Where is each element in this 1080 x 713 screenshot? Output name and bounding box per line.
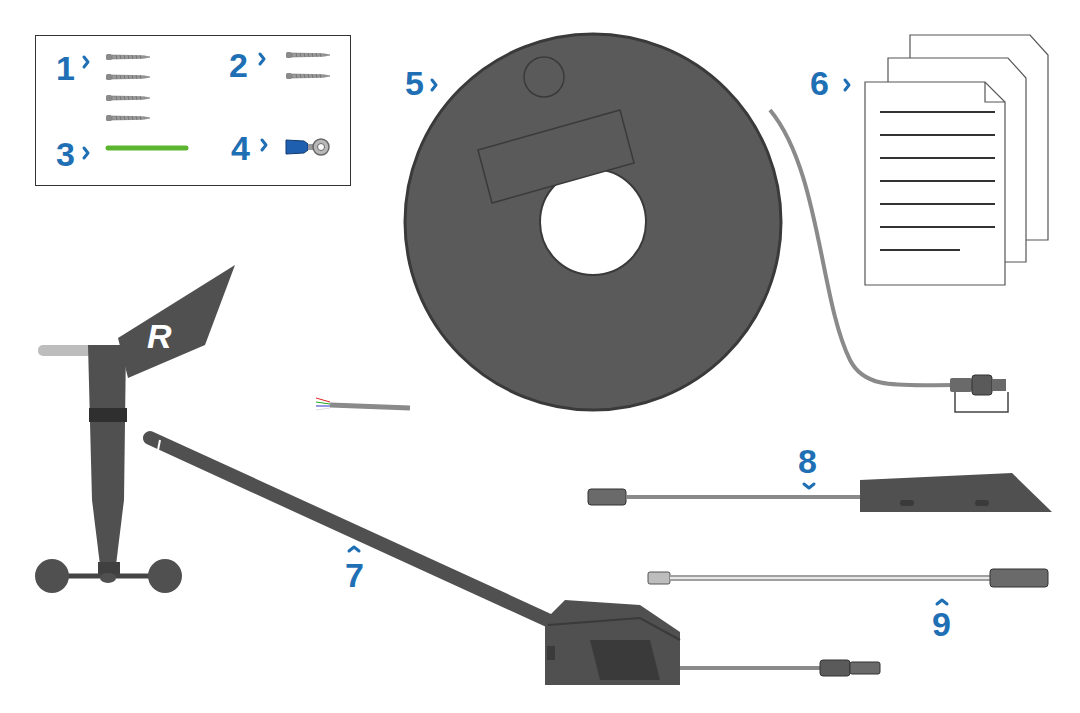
heat-shrink — [108, 146, 186, 151]
ring-terminal — [286, 139, 329, 155]
mast-cable — [588, 473, 1052, 512]
screws — [106, 52, 330, 121]
cable-reel — [316, 34, 1008, 412]
callout-number: 7 — [345, 558, 364, 592]
callout-number: 8 — [798, 444, 817, 478]
callout-number: 5 — [405, 66, 424, 100]
adaptor-cable — [648, 569, 1048, 587]
brand-logo: R — [147, 319, 172, 353]
callout-number: 4 — [231, 131, 250, 165]
documents — [865, 35, 1048, 285]
callout-number: 6 — [810, 66, 829, 100]
parts-box: 1 2 3 4 — [35, 35, 351, 186]
callout-number: 9 — [932, 607, 951, 641]
callout-number: 1 — [56, 51, 75, 85]
callout-number: 3 — [56, 137, 75, 171]
callout-number: 2 — [229, 48, 248, 82]
wind-transducer — [35, 265, 880, 685]
